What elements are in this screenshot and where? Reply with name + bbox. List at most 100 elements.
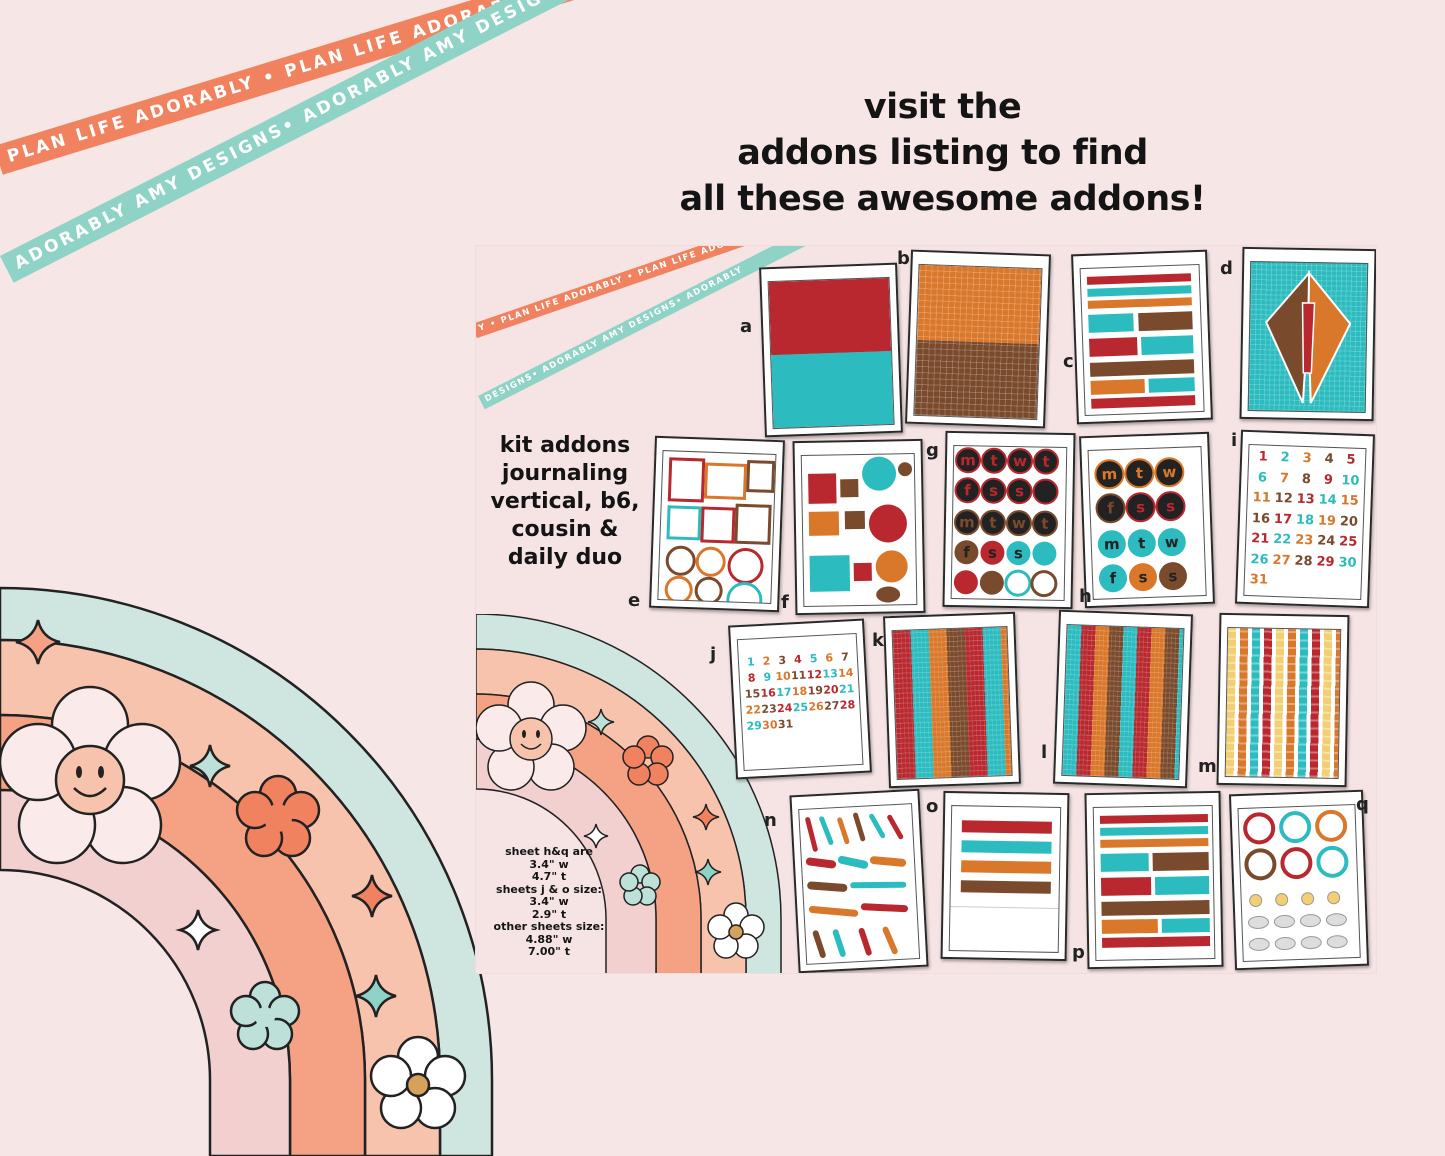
sheet-sizes-text: sheet h&q are 3.4" w 4.7" t sheets j & o… [476, 845, 622, 959]
sparkle-icon [355, 974, 397, 1018]
number-sticker: 4 [793, 652, 803, 667]
headline-line-1: visit the [863, 87, 1022, 127]
number-sticker: 19 [1317, 513, 1337, 529]
number-sticker: 14 [1318, 492, 1337, 509]
sheet-label-p: p [1072, 942, 1085, 963]
sticker-weekday: f [1109, 569, 1117, 587]
sparkle-icon [15, 619, 61, 665]
headline-line-3: all these awesome addons! [679, 179, 1206, 219]
number-sticker: 9 [1323, 472, 1334, 488]
kit-text-line-1: kit addons [499, 433, 631, 458]
number-sticker: 7 [840, 650, 850, 664]
number-sticker: 28 [1294, 553, 1313, 570]
kit-text-line-3: vertical, b6, [490, 489, 640, 514]
size-line: other sheets size: [493, 920, 605, 933]
number-sticker: 30 [1338, 555, 1357, 571]
number-sticker: 2 [762, 654, 771, 668]
number-sticker: 25 [792, 700, 809, 715]
number-sticker: 1 [746, 655, 756, 669]
sticker-weekday: s [989, 482, 998, 500]
sticker-weekday: t [1135, 464, 1143, 482]
number-sticker: 7 [1279, 470, 1290, 486]
sheet-l-washi-strips [1053, 609, 1193, 789]
sticker-weekday: m [1104, 535, 1120, 554]
sheet-label-a: a [740, 316, 753, 337]
mint-flower-icon [229, 980, 301, 1051]
sheet-label-j: j [710, 644, 717, 665]
sticker-weekday: s [1168, 567, 1178, 585]
headline-line-2: addons listing to find [737, 133, 1148, 173]
size-line: 4.7" t [531, 870, 567, 883]
sticker-weekday: t [1138, 534, 1146, 552]
headline: visit the addons listing to find all the… [660, 84, 1225, 222]
sticker-weekday: w [1012, 514, 1026, 532]
size-line: 2.9" t [531, 907, 567, 921]
sticker-weekday: w [1162, 463, 1177, 481]
sheet-label-i: i [1231, 430, 1238, 451]
number-sticker: 21 [838, 682, 855, 696]
number-sticker: 31 [777, 717, 794, 732]
number-sticker: 12 [1274, 491, 1293, 507]
number-sticker: 25 [1338, 534, 1358, 551]
number-sticker: 20 [823, 682, 839, 697]
panel-sparkle-icon [587, 708, 615, 736]
kit-text-line-4: cousin & [511, 517, 619, 542]
sheet-label-g: g [926, 440, 939, 461]
number-sticker: 19 [807, 683, 824, 698]
sparkle-icon [189, 744, 231, 788]
size-line: sheets j & o size: [496, 882, 602, 896]
sheet-d-torn-papers [1239, 246, 1376, 422]
sheet-label-l: l [1041, 742, 1048, 763]
sticker-weekday: t [1042, 453, 1049, 471]
number-sticker: 29 [1316, 554, 1335, 570]
panel-daisy-flower-icon [707, 902, 765, 959]
sticker-weekday: f [964, 481, 971, 499]
sheet-a-plaid-papers [759, 262, 903, 438]
number-sticker: 10 [775, 669, 792, 684]
sheet-f-shapes [792, 438, 926, 616]
number-sticker: 21 [1250, 531, 1270, 548]
sheet-label-n: n [764, 810, 777, 831]
size-line: 3.4" w [529, 857, 569, 871]
number-sticker: 28 [839, 698, 856, 712]
number-sticker: 16 [760, 686, 777, 701]
sheet-g-weekday-stickers: m t w t f s s m t w t f s s [942, 430, 1076, 610]
panel-smiley-flower-icon [476, 681, 587, 791]
sheet-h-weekday-stickers: m t w f s s m t w f s s [1079, 431, 1215, 609]
number-sticker: 15 [1340, 493, 1359, 509]
sticker-weekday: m [959, 513, 975, 531]
sheet-q-weather-stickers [1228, 789, 1370, 971]
panel-mint-flower-icon [619, 864, 661, 906]
number-sticker: 26 [1250, 551, 1269, 568]
number-sticker: 6 [1257, 469, 1268, 486]
sticker-weekday: s [1138, 568, 1148, 586]
sticker-weekday: s [1014, 544, 1023, 562]
panel-sparkle-icon [692, 803, 720, 831]
number-sticker: 10 [1341, 472, 1360, 489]
size-line: 3.4" w [529, 895, 569, 908]
sheet-o-label-strips [940, 790, 1070, 962]
sheet-b-plaid-papers [905, 249, 1051, 429]
number-sticker: 17 [775, 685, 792, 700]
number-sticker: 22 [745, 703, 762, 717]
number-sticker: 5 [809, 652, 818, 666]
number-sticker: 15 [744, 687, 761, 701]
number-sticker: 20 [1339, 513, 1359, 530]
number-sticker: 31 [1249, 572, 1269, 589]
sheet-e-frames [649, 435, 785, 613]
number-sticker: 11 [790, 668, 807, 683]
size-line: sheet h&q are [505, 845, 593, 858]
sheet-k-washi-strips [883, 611, 1021, 789]
number-sticker: 11 [1252, 490, 1272, 506]
sheet-m-patterned-strips [1216, 612, 1350, 788]
number-sticker: 5 [1346, 452, 1356, 468]
size-line: 4.88" w [525, 932, 573, 946]
number-sticker: 23 [1294, 532, 1314, 549]
size-line: 7.00" t [528, 945, 570, 958]
sticker-weekday: f [963, 543, 970, 561]
sheet-label-d: d [1220, 258, 1233, 279]
number-sticker: 24 [1316, 533, 1336, 550]
panel-sparkle-icon [694, 858, 722, 886]
number-sticker: 14 [837, 666, 854, 680]
